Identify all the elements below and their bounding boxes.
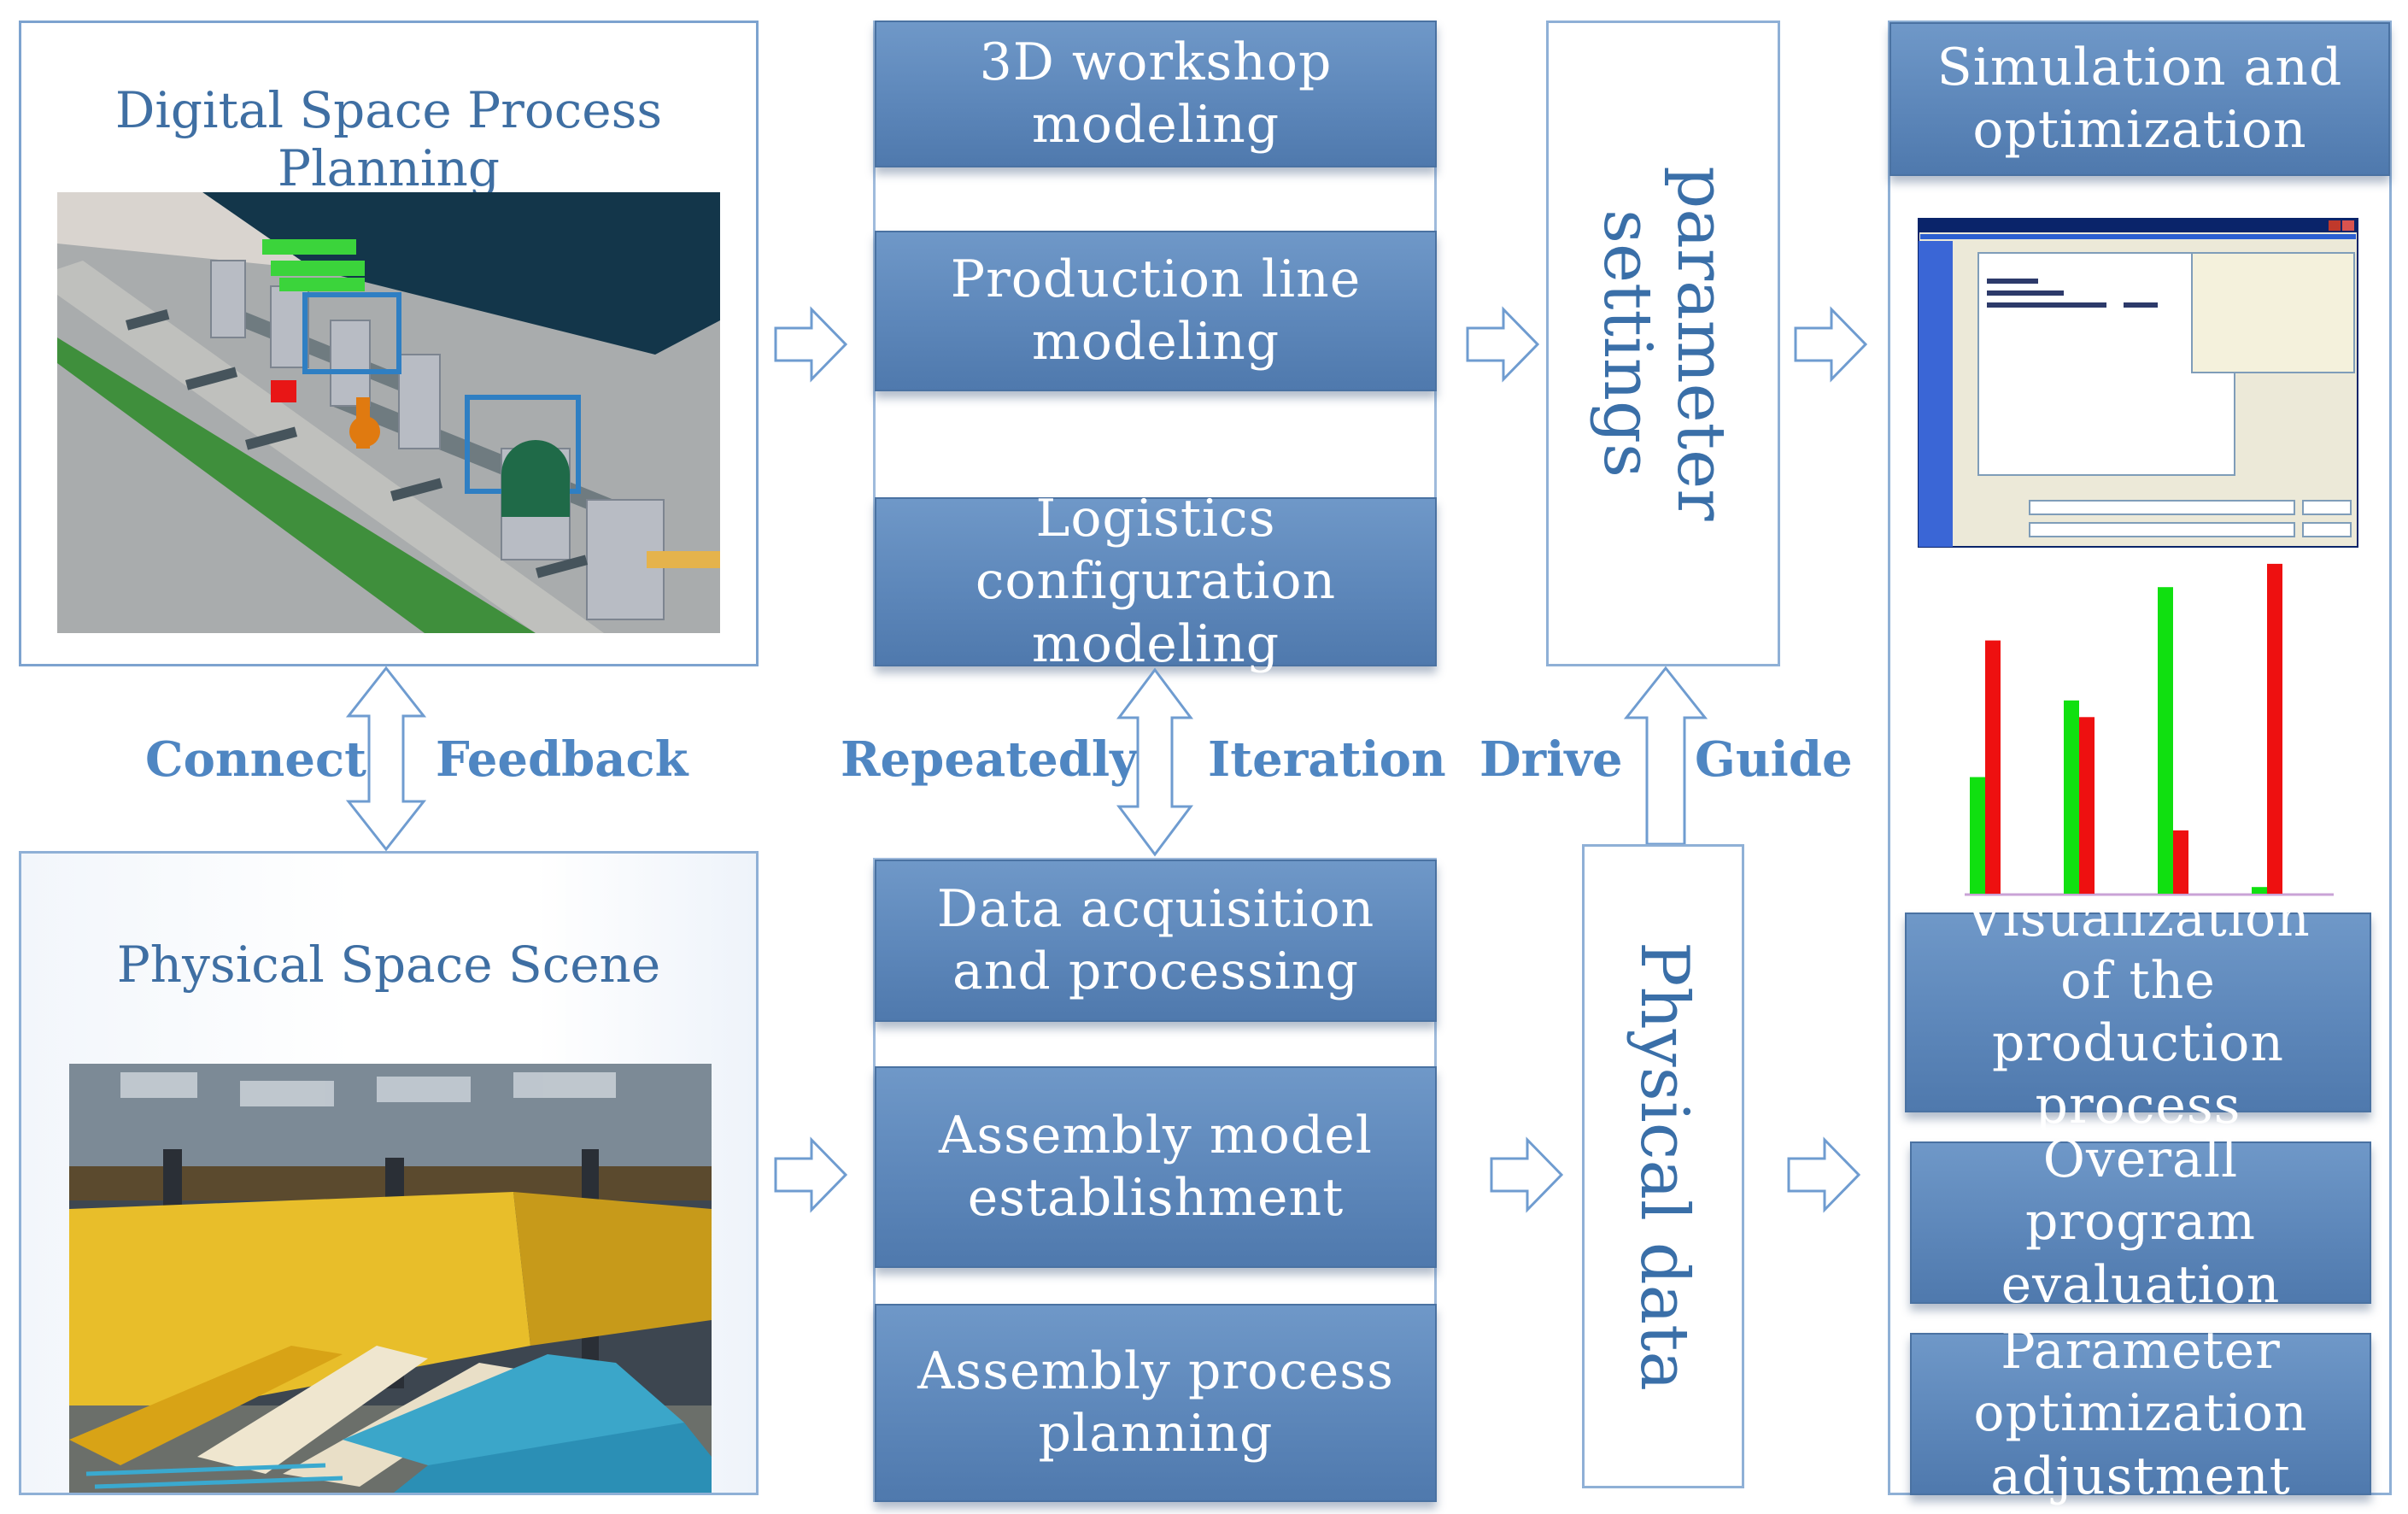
right-arrow-icon	[1466, 306, 1540, 383]
block-logistics-configuration-modeling: Logistics configuration modeling	[875, 489, 1437, 674]
right-arrow-icon	[1787, 1136, 1861, 1213]
physical-data-box: Physical data	[1582, 844, 1744, 1488]
block-parameter-optimization-adjustment: Parameter optimization adjustment	[1910, 1321, 2371, 1506]
right-arrow-icon	[774, 306, 848, 383]
digital-space-panel: Digital Space Process Planning	[19, 21, 759, 666]
chart-bar	[2267, 563, 2282, 894]
chart-bar	[2252, 887, 2267, 894]
guide-label: Guide	[1695, 731, 1853, 788]
right-arrow-icon	[774, 1136, 848, 1213]
digital-workshop-image	[57, 192, 720, 633]
physical-factory-image	[69, 1064, 712, 1493]
physical-space-title: Physical Space Scene	[116, 936, 661, 994]
right-arrow-icon	[1490, 1136, 1564, 1213]
block-assembly-model-establishment: Assembly model establishment	[875, 1066, 1437, 1268]
parameter-settings-text: parameter settings	[1589, 166, 1739, 521]
parameter-settings-box: parameter settings	[1546, 21, 1780, 666]
chart-bar	[2158, 587, 2173, 894]
chart-bar	[2064, 700, 2079, 894]
bar-chart	[1965, 563, 2334, 896]
chart-bar	[1985, 640, 2001, 894]
block-assembly-process-planning: Assembly process planning	[875, 1304, 1437, 1502]
drive-label: Drive	[1479, 731, 1623, 788]
simulation-software-screenshot	[1918, 218, 2358, 548]
connect-feedback-double-arrow-icon	[345, 666, 427, 852]
block-visualization-production-process: Visualization of the production process	[1905, 889, 2371, 1136]
physical-space-panel: Physical Space Scene	[19, 851, 759, 1495]
feedback-label: Feedback	[436, 731, 688, 788]
chart-bar	[2079, 717, 2095, 894]
right-arrow-icon	[1794, 306, 1868, 383]
block-data-acquisition: Data acquisition and processing	[875, 860, 1437, 1022]
repeatedly-label: Repeatedly	[841, 731, 1138, 788]
digital-space-title: Digital Space Process Planning	[114, 81, 663, 197]
iteration-label: Iteration	[1208, 731, 1446, 788]
physical-data-text: Physical data	[1625, 942, 1702, 1391]
connect-label: Connect	[145, 731, 366, 788]
block-3d-workshop-modeling: 3D workshop modeling	[875, 21, 1437, 167]
block-production-line-modeling: Production line modeling	[875, 231, 1437, 391]
chart-bar	[1970, 777, 1985, 894]
chart-bar	[2173, 830, 2188, 894]
block-overall-program-evaluation: Overall program evaluation	[1910, 1130, 2371, 1315]
block-simulation-optimization: Simulation and optimization	[1889, 22, 2390, 176]
repeatedly-iteration-double-arrow-icon	[1116, 667, 1193, 857]
guide-up-arrow-icon	[1623, 666, 1708, 846]
